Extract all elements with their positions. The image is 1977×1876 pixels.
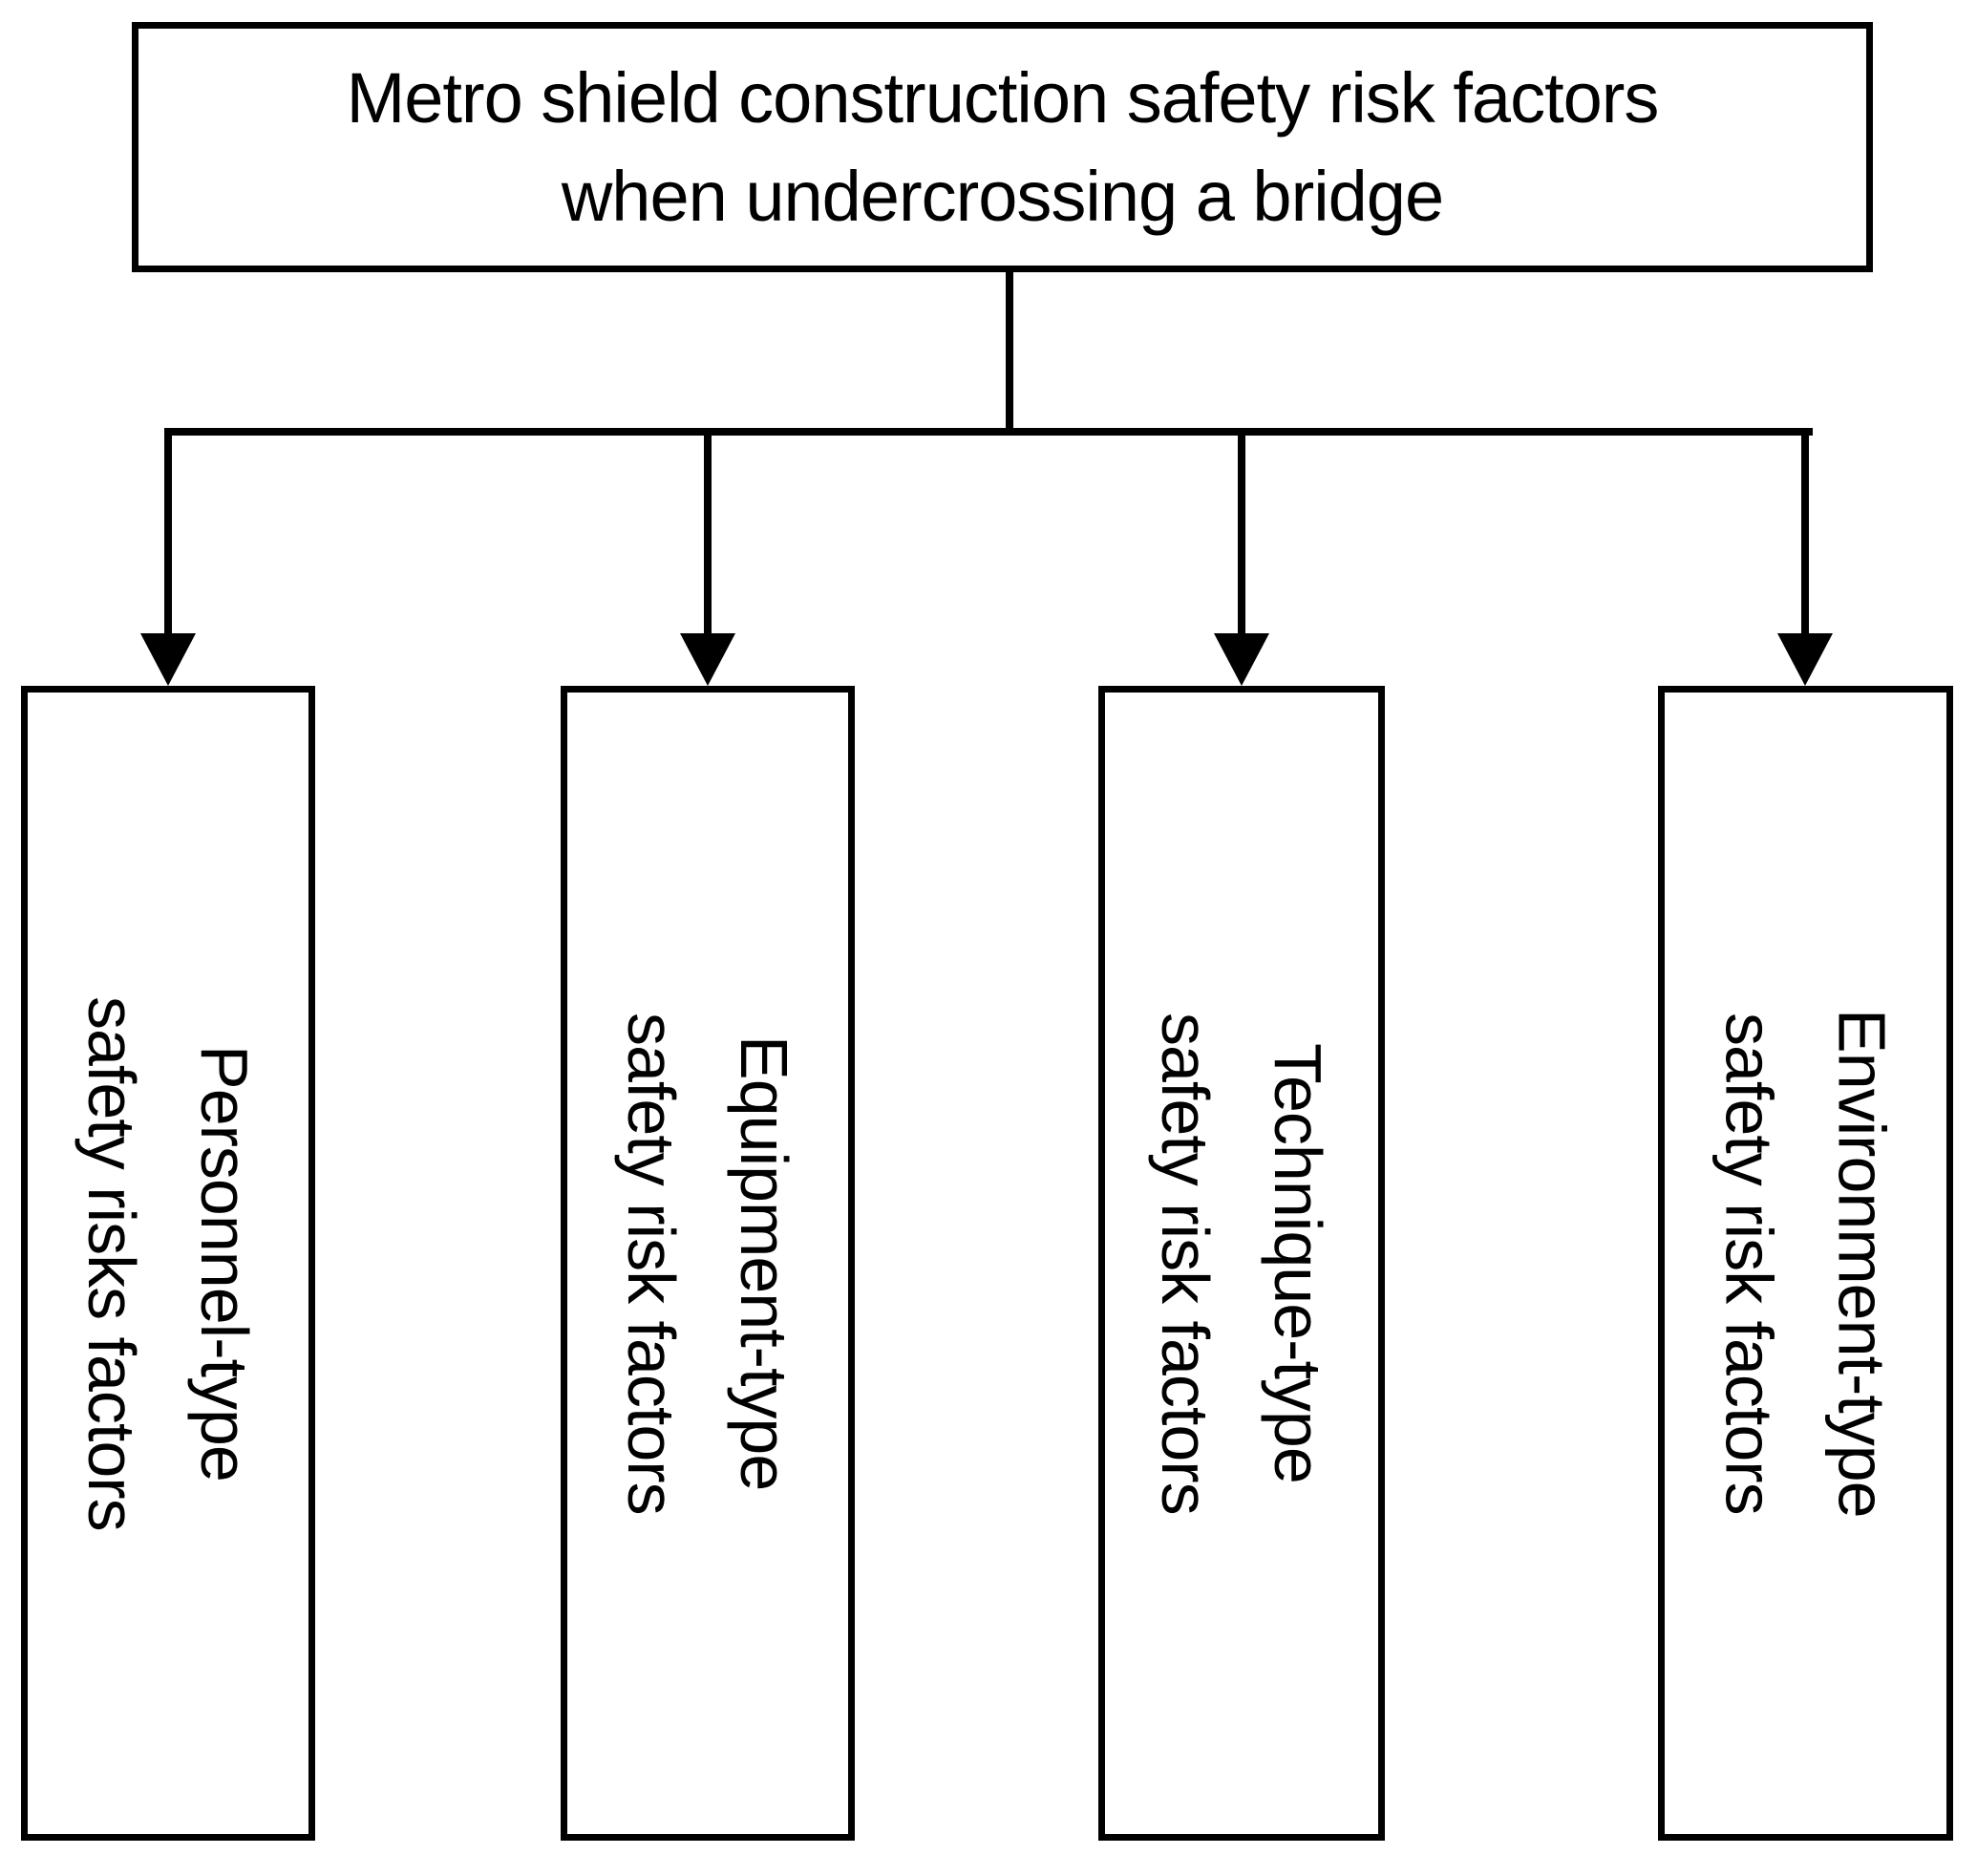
connector-line-environment [1801,432,1809,634]
connector-line-technique [1238,432,1245,634]
connector-line-equipment [704,432,712,634]
arrow-down-icon [140,633,196,686]
root-node-title-box: Metro shield construction safety risk fa… [132,22,1873,272]
branch-label: Personnel-type safety risks factors [55,996,281,1531]
branch-label-line-1: Environment-type [1824,1009,1900,1518]
branch-node-personnel: Personnel-type safety risks factors [21,686,315,1841]
branch-label: Equipment-type safety risk factors [595,1013,820,1515]
branch-node-environment: Environment-type safety risk factors [1658,686,1953,1841]
arrow-down-icon [680,633,735,686]
connector-root-stem [1006,272,1013,432]
branch-label-line-1: Technique-type [1261,1043,1335,1483]
root-title-line-2: when undercrossing a bridge [561,157,1444,236]
connector-line-personnel [164,432,172,634]
branch-label-line-1: Personnel-type [187,1045,262,1482]
branch-label: Technique-type safety risk factors [1129,1013,1354,1515]
branch-label-line-2: safety risks factors [74,995,149,1531]
branch-label: Environment-type safety risk factors [1693,1009,1919,1518]
branch-label-line-1: Equipment-type [727,1035,801,1491]
connector-horizontal-bus [164,428,1813,436]
branch-node-equipment: Equipment-type safety risk factors [561,686,855,1841]
arrow-down-icon [1777,633,1833,686]
branch-label-line-2: safety risk factors [1148,1012,1222,1515]
root-title-line-1: Metro shield construction safety risk fa… [346,58,1660,138]
arrow-down-icon [1214,633,1269,686]
branch-node-technique: Technique-type safety risk factors [1098,686,1385,1841]
branch-label-line-2: safety risk factors [1711,1012,1787,1515]
branch-label-line-2: safety risk factors [614,1012,689,1515]
